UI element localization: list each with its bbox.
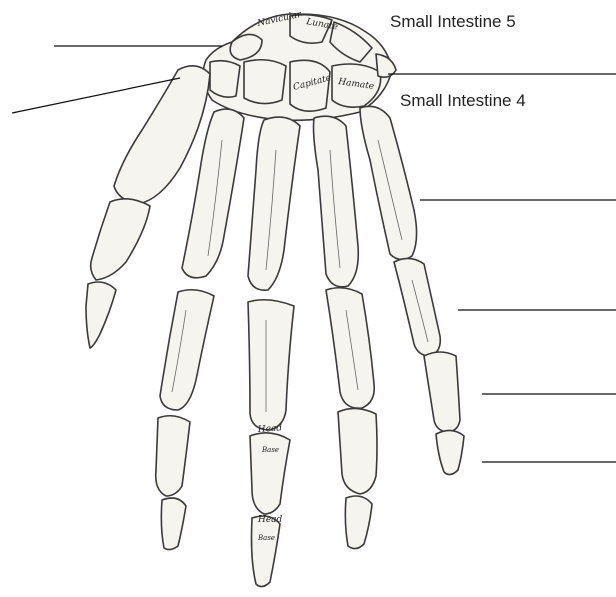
carpal-bones xyxy=(203,14,396,120)
small-intestine-4-label: Small Intestine 4 xyxy=(400,91,526,111)
small-intestine-5-label: Small Intestine 5 xyxy=(390,12,516,32)
base-label-distal: Base xyxy=(257,534,275,542)
ring-finger-bones xyxy=(314,116,378,548)
base-label-middle: Base xyxy=(261,446,279,454)
head-label-distal: Head xyxy=(257,515,283,525)
head-label-middle: Head xyxy=(257,423,283,435)
